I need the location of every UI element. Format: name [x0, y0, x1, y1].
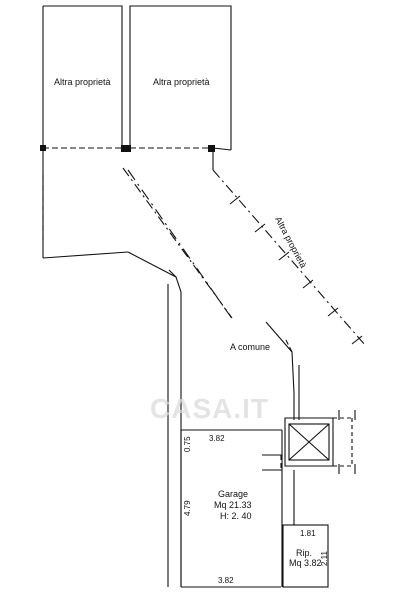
garage-name: Garage — [218, 489, 249, 499]
room-label-common: A comune — [230, 342, 271, 352]
pillar-right — [208, 145, 215, 152]
pillar-mid — [121, 145, 131, 152]
wall-hall-right — [265, 321, 295, 420]
wall-left-lower — [42, 148, 129, 259]
garage-area: Mq 21.33 — [214, 500, 252, 510]
passage-centre-line — [122, 167, 366, 346]
lift-cross — [288, 423, 330, 461]
room-label-right: Altra proprietà — [153, 77, 210, 87]
wall-top-right-room — [129, 5, 232, 150]
lift-dashes — [333, 417, 353, 467]
rip-name: Rip. — [296, 548, 313, 558]
watermark-text: CASA.IT — [150, 393, 269, 424]
wall-hall-left-inner — [168, 269, 177, 278]
dim-rip-top: 1.81 — [300, 529, 316, 538]
dim-garage-bottom: 3.82 — [218, 576, 234, 585]
corridor-ticks — [229, 195, 363, 345]
lift-shaft — [288, 423, 330, 461]
wall-top-left-room — [42, 5, 123, 148]
wall-hall-right-dash — [285, 339, 293, 353]
ripostiglio-box — [282, 524, 329, 588]
lift-ticks — [338, 410, 356, 474]
room-label-left: Altra proprietà — [54, 77, 111, 87]
dim-garage-side: 4.79 — [183, 500, 192, 516]
pillar-left — [40, 145, 46, 151]
dim-garage-step: 0.75 — [183, 436, 192, 452]
dim-garage-top: 3.82 — [209, 434, 225, 443]
wall-corridor-right-start — [212, 147, 232, 170]
garage-height: H: 2. 40 — [220, 511, 252, 521]
garage-step — [262, 454, 283, 471]
passage-axis-long — [127, 169, 234, 321]
rip-area: Mq 3.82 — [289, 558, 322, 568]
